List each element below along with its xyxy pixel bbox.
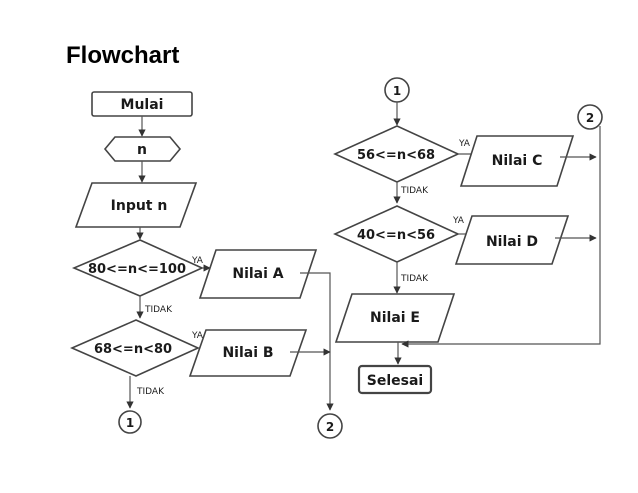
decision-b-label: 68<=n<80 (94, 342, 172, 357)
connector-1-bottom: 1 (118, 410, 142, 434)
input-node: Input n (74, 182, 198, 228)
end-label: Selesai (367, 373, 423, 389)
yes-label-d: YA (452, 216, 465, 226)
connector-1-bottom-label: 1 (126, 416, 134, 430)
no-label-d: TIDAK (400, 274, 429, 284)
connector-2-bottom-label: 2 (326, 420, 334, 434)
connector-1-top: 1 (384, 77, 410, 103)
end-node: Selesai (357, 364, 433, 395)
output-e: Nilai E (334, 293, 456, 343)
decision-c: 56<=n<68 (333, 125, 460, 183)
decision-d-label: 40<=n<56 (357, 228, 435, 243)
output-d-label: Nilai D (486, 234, 538, 250)
preparation-node: n (103, 136, 182, 162)
output-b-label: Nilai B (222, 345, 273, 361)
output-b: Nilai B (188, 329, 308, 377)
decision-c-label: 56<=n<68 (357, 148, 435, 163)
no-label-b: TIDAK (136, 387, 165, 397)
output-c: Nilai C (459, 135, 575, 187)
no-label-c: TIDAK (400, 186, 429, 196)
output-e-label: Nilai E (370, 310, 420, 326)
yes-label-c: YA (458, 139, 471, 149)
start-label: Mulai (121, 97, 164, 113)
yes-label-a: YA (191, 256, 204, 266)
output-a: Nilai A (198, 249, 318, 299)
connector-2-bottom: 2 (317, 413, 343, 439)
no-label-a: TIDAK (144, 305, 173, 315)
yes-label-b: YA (191, 331, 204, 341)
connector-2-top-label: 2 (586, 111, 594, 125)
decision-a: 80<=n<=100 (71, 239, 204, 297)
output-c-label: Nilai C (492, 153, 543, 169)
decision-a-label: 80<=n<=100 (88, 262, 186, 277)
start-node: Mulai (91, 91, 193, 117)
decision-d: 40<=n<56 (333, 205, 460, 263)
decision-b: 68<=n<80 (70, 319, 200, 377)
page-title: Flowchart (66, 42, 180, 69)
preparation-label: n (137, 142, 147, 158)
connector-1-top-label: 1 (393, 84, 401, 98)
output-a-label: Nilai A (232, 266, 283, 282)
connector-2-top: 2 (577, 104, 603, 130)
input-label: Input n (111, 198, 168, 214)
output-d: Nilai D (454, 215, 570, 265)
